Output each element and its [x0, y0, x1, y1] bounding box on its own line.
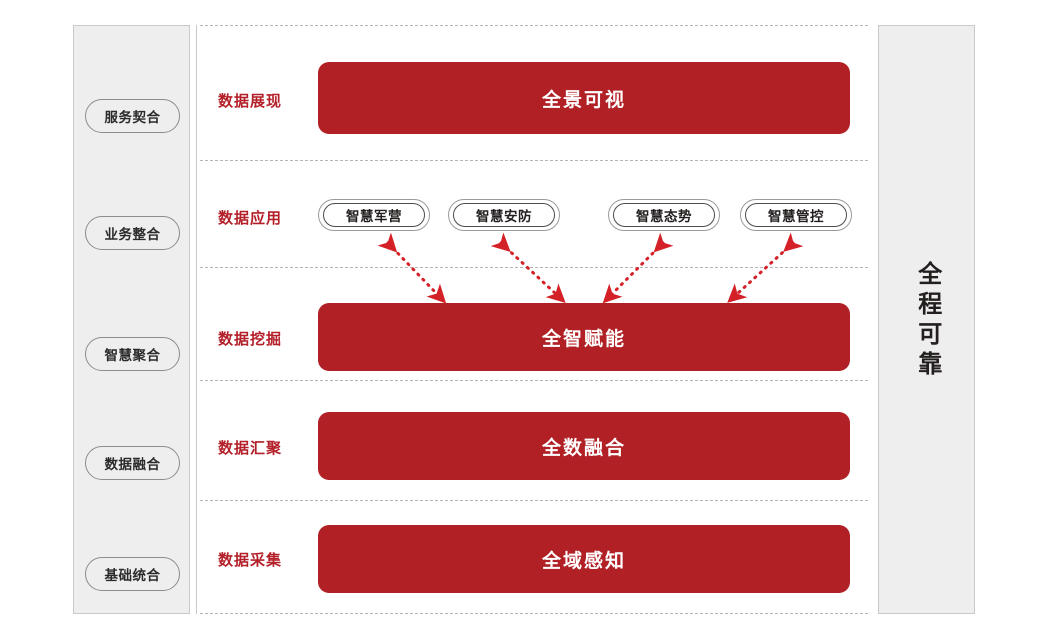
row-separator-top [200, 25, 868, 26]
application-pill-1[interactable]: 智慧安防 [448, 199, 560, 231]
capability-item-4[interactable]: 基础统合 [85, 557, 180, 591]
stage-bar-3[interactable]: 全数融合 [318, 412, 850, 480]
capability-item-label: 基础统合 [104, 568, 161, 584]
stage-label-3: 数据汇聚 [218, 439, 283, 457]
reliability-panel: 全程可靠 [878, 25, 975, 614]
row-separator-3 [200, 380, 868, 381]
capability-item-label: 业务整合 [104, 227, 161, 243]
middle-divider-rule [196, 25, 197, 614]
application-pill-0[interactable]: 智慧军营 [318, 199, 430, 231]
capability-item-label: 智慧聚合 [104, 348, 161, 364]
arrow-1 [490, 232, 566, 303]
capability-item-3[interactable]: 数据融合 [85, 446, 180, 480]
arrow-3 [727, 232, 804, 303]
stage-label-4: 数据采集 [218, 551, 283, 569]
stage-bar-2[interactable]: 全智赋能 [318, 303, 850, 371]
application-pill-label: 智慧态势 [613, 203, 715, 227]
application-pill-2[interactable]: 智慧态势 [608, 199, 720, 231]
row-separator-2 [200, 267, 868, 268]
capability-item-label: 数据融合 [104, 457, 161, 473]
application-pill-3[interactable]: 智慧管控 [740, 199, 852, 231]
capability-item-2[interactable]: 智慧聚合 [85, 337, 180, 371]
reliability-panel-title: 全程可靠 [879, 26, 976, 615]
stage-bar-4[interactable]: 全域感知 [318, 525, 850, 593]
capability-item-label: 服务契合 [104, 110, 161, 126]
row-separator-1 [200, 160, 868, 161]
application-pill-label: 智慧安防 [453, 203, 555, 227]
arrow-2 [602, 232, 674, 304]
stage-bar-0[interactable]: 全景可视 [318, 62, 850, 134]
application-pill-label: 智慧军营 [323, 203, 425, 227]
row-separator-4 [200, 500, 868, 501]
arrow-0 [377, 232, 447, 304]
stage-label-2: 数据挖掘 [218, 330, 283, 348]
application-pill-label: 智慧管控 [745, 203, 847, 227]
capability-item-1[interactable]: 业务整合 [85, 216, 180, 250]
row-separator-bottom [200, 613, 868, 614]
stage-label-0: 数据展现 [218, 92, 283, 110]
vertical-title-text: 全程可靠 [913, 260, 942, 381]
capability-item-0[interactable]: 服务契合 [85, 99, 180, 133]
capability-column-panel: 服务契合 业务整合 智慧聚合 数据融合 基础统合 [73, 25, 190, 614]
stage-label-1: 数据应用 [218, 209, 283, 227]
